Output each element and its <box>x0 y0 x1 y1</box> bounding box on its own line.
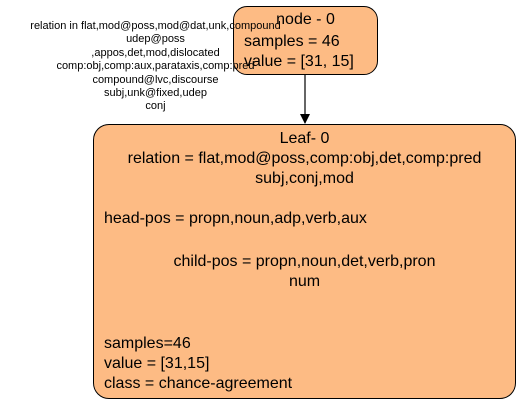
leaf-class: class = chance-agreement <box>104 375 293 392</box>
leaf-relation-line-2: subj,conj,mod <box>255 170 354 187</box>
leaf-relation-line-1: relation = flat,mod@poss,comp:obj,det,co… <box>127 150 482 167</box>
edge-label-line: subj,unk@fixed,udep <box>104 87 207 100</box>
edge-label: relation in flat,mod@poss,mod@dat,unk,co… <box>0 20 311 114</box>
leaf-child-pos-line-1: child-pos = propn,noun,det,verb,pron <box>173 253 436 270</box>
edge-label-line: ,appos,det,mod,dislocated <box>91 46 220 59</box>
leaf-samples: samples=46 <box>104 335 191 352</box>
root-node[interactable]: node - 0 samples = 46 value = [31, 15] <box>233 6 378 75</box>
leaf-node[interactable]: Leaf- 0 relation = flat,mod@poss,comp:ob… <box>93 124 516 399</box>
leaf-head-pos: head-pos = propn,noun,adp,verb,aux <box>104 210 367 227</box>
edge-label-line: compound@lvc,discourse <box>92 73 219 86</box>
root-node-samples: samples = 46 <box>244 33 340 50</box>
edge-label-line: comp:obj,comp:aux,parataxis,comp:pred <box>56 60 255 73</box>
leaf-value: value = [31,15] <box>104 355 210 372</box>
edge-label-line: udep@poss <box>126 33 185 46</box>
edge-label-line: conj <box>145 100 166 113</box>
edge-label-line: relation in flat,mod@poss,mod@dat,unk,co… <box>30 20 281 32</box>
root-node-title: node - 0 <box>276 11 335 28</box>
leaf-child-pos-line-2: num <box>288 273 321 290</box>
leaf-node-title: Leaf- 0 <box>279 130 330 147</box>
root-node-value: value = [31, 15] <box>244 53 354 70</box>
